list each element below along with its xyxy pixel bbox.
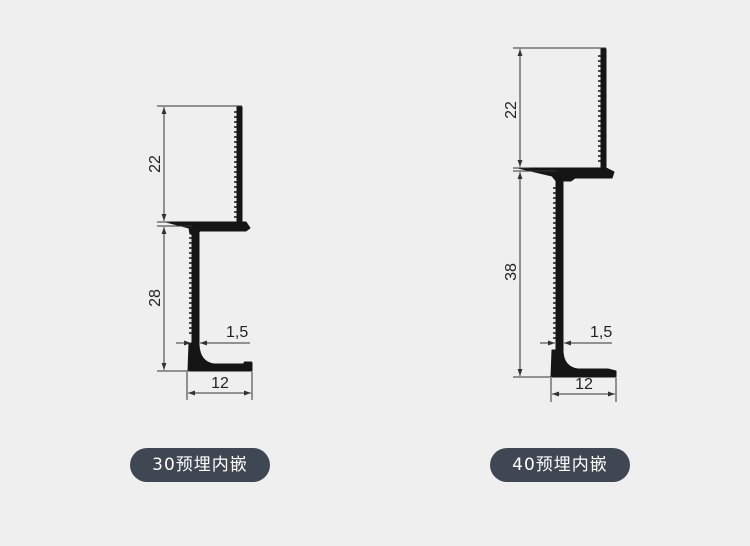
- profile-30-upper-serration: [234, 111, 237, 218]
- profile-30-lower-dimension: [157, 225, 192, 372]
- profile-40-base-dimension: [550, 378, 617, 402]
- profile-30-base-dimension: [186, 372, 253, 400]
- profile-30-drawing: 22 28 1,5 12: [147, 105, 253, 400]
- profile-40-thickness-label: 1,5: [590, 324, 612, 341]
- profile-40-badge: 40预埋内嵌: [490, 448, 630, 482]
- profile-40-stem-serration: [553, 187, 556, 339]
- profile-30-shape: [165, 105, 253, 372]
- profile-30-stem-serration: [189, 237, 192, 334]
- profile-30-upper-height-label: 22: [147, 155, 164, 173]
- profile-40-lower-dimension: [513, 170, 556, 378]
- profile-30-badge: 30预埋内嵌: [130, 448, 270, 482]
- profile-40-base-width-label: 12: [575, 376, 593, 393]
- profile-40-lower-height-label: 38: [503, 263, 520, 281]
- profile-40-drawing: 22 38 1,5 12: [503, 47, 617, 402]
- profile-30-upper-dimension: [157, 105, 242, 223]
- profile-40-upper-dimension: [513, 47, 606, 169]
- profile-30-base-width-label: 12: [211, 375, 229, 392]
- profile-30-lower-height-label: 28: [147, 289, 164, 307]
- profile-40-upper-serration: [598, 55, 601, 162]
- profile-30-thickness-label: 1,5: [226, 324, 248, 341]
- profile-40-upper-height-label: 22: [503, 101, 520, 119]
